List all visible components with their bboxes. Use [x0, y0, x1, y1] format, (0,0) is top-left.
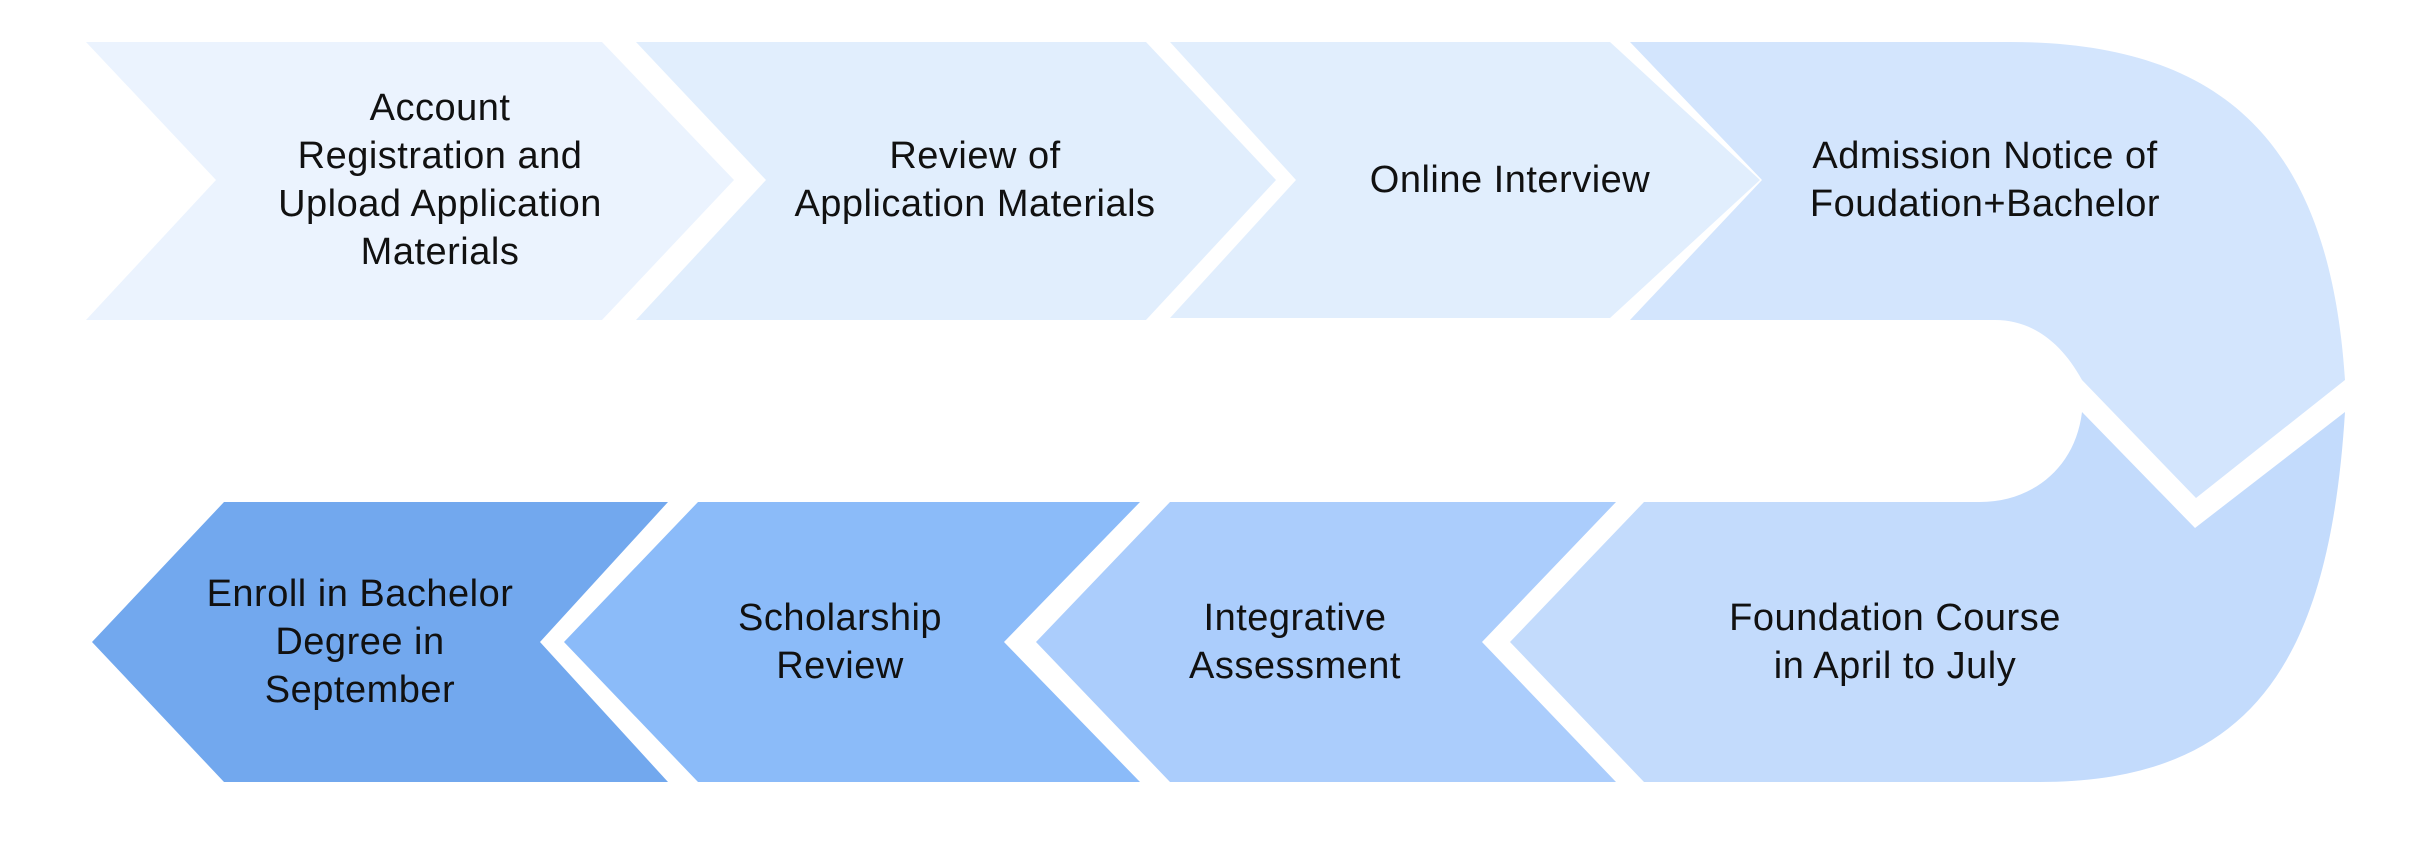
step-2-shape: [636, 42, 1276, 320]
step-1-shape: [86, 42, 734, 320]
step-6-shape: [1036, 502, 1616, 782]
step-5-shape: [1510, 412, 2345, 782]
step-1-label: Account Registration and Upload Applicat…: [278, 87, 602, 273]
step-3-label: Online Interview: [1369, 159, 1651, 201]
step-6-label: Integrative Assessment: [1189, 597, 1401, 687]
step-3-shape: [1170, 42, 1760, 318]
step-7-shape: [564, 502, 1140, 782]
step-4-label: Admission Notice of Foudation+Bachelor: [1809, 135, 2161, 225]
step-5-label: Foundation Course in April to July: [1729, 597, 2061, 687]
step-8-shape: [92, 502, 668, 782]
step-2-label: Review of Application Materials: [794, 135, 1156, 225]
step-4-shape: [1630, 42, 2345, 498]
step-7-label: Scholarship Review: [737, 597, 943, 687]
step-8-label: Enroll in Bachelor Degree in September: [206, 573, 514, 711]
